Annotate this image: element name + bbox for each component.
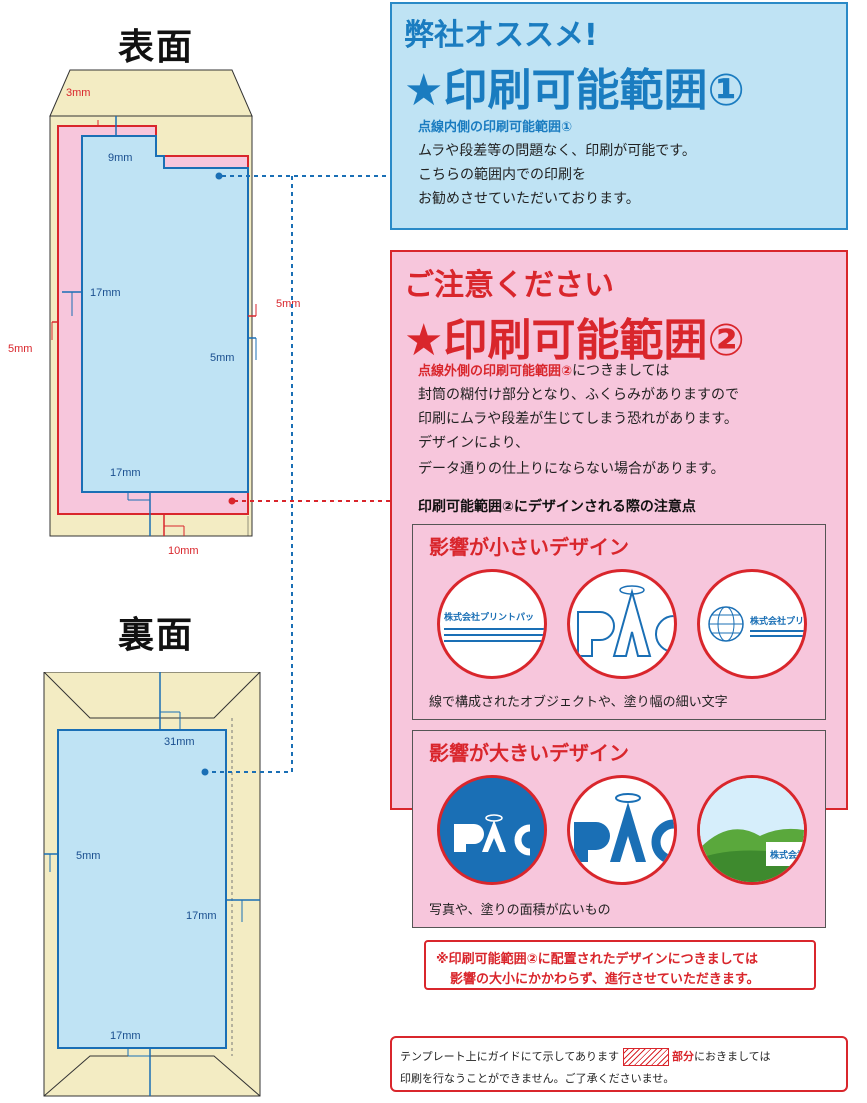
- footer-line-1: テンプレート上にガイドにて示してあります 部分におきましては: [400, 1048, 770, 1066]
- landscape-photo-icon: [700, 778, 804, 882]
- front-title: 表面: [118, 27, 195, 68]
- back-dim-5mm: 5mm: [76, 850, 101, 862]
- front-dim-5mm-right-outer: 5mm: [276, 298, 301, 310]
- front-envelope-diagram: [49, 69, 257, 537]
- footer-note: テンプレート上にガイドにて示してあります 部分におきましては 印刷を行なうことが…: [390, 1036, 848, 1092]
- footer-line-2: 印刷を行なうことができません。ご了承くださいませ。: [400, 1072, 675, 1085]
- front-dim-17mm-left: 17mm: [90, 287, 121, 299]
- caution-heading: ご注意ください: [404, 268, 614, 303]
- sample-company-text: 株式会社プリ: [750, 617, 805, 627]
- notice-box: ※印刷可能範囲②に配置されたデザインにつきましては 影響の大小にかかわらず、進行…: [424, 940, 816, 990]
- footer-text: テンプレート上にガイドにて示してあります: [400, 1050, 620, 1063]
- pac-outline-logo-icon: [577, 585, 674, 657]
- range-2-title: ★印刷可能範囲②: [404, 315, 745, 366]
- notice-line: 影響の大小にかかわらず、進行させていただきます。: [450, 972, 760, 987]
- footer-text: におきましては: [694, 1050, 771, 1063]
- pac-bold-logo-icon: [574, 793, 674, 865]
- caution-range-box: ご注意ください ★印刷可能範囲② 点線外側の印刷可能範囲②につきましては 封筒の…: [390, 250, 848, 990]
- range-1-line: ムラや段差等の問題なく、印刷が可能です。: [418, 143, 696, 159]
- front-dim-10mm: 10mm: [168, 545, 199, 557]
- back-dim-17mm-right: 17mm: [186, 910, 217, 922]
- large-impact-title: 影響が大きいデザイン: [429, 741, 629, 765]
- design-note-title: 印刷可能範囲②にデザインされる際の注意点: [418, 499, 696, 515]
- recommended-heading: 弊社オススメ!: [404, 18, 598, 53]
- sample-circle-photo: 株式会社: [697, 775, 807, 885]
- front-dim-3mm: 3mm: [66, 87, 91, 99]
- range-1-line: お勧めさせていただいております。: [418, 191, 640, 207]
- range-2-line: データ通りの仕上りにならない場合があります。: [418, 461, 725, 477]
- connector-lines: [206, 175, 408, 773]
- front-dim-17mm-bottom: 17mm: [110, 467, 141, 479]
- range-2-subheading: 点線外側の印刷可能範囲②につきましては: [418, 360, 669, 380]
- range-2-line: 印刷にムラや段差が生じてしまう恐れがあります。: [418, 411, 738, 427]
- range-1-subheading: 点線内側の印刷可能範囲①: [418, 120, 573, 135]
- range-2-subheading-bold: 点線外側の印刷可能範囲②: [418, 364, 573, 379]
- sample-company-text: 株式会社プリントパッ: [444, 613, 535, 623]
- large-impact-caption: 写真や、塗りの面積が広いもの: [429, 903, 611, 918]
- globe-icon: [708, 606, 744, 642]
- hatch-swatch-icon: [622, 1048, 669, 1066]
- sample-circle-bold-logo: [567, 775, 677, 885]
- back-title: 裏面: [118, 615, 195, 656]
- large-impact-panel: 影響が大きいデザイン: [412, 730, 826, 928]
- recommended-range-box: 弊社オススメ! ★印刷可能範囲① 点線内側の印刷可能範囲① ムラや段差等の問題な…: [390, 2, 848, 230]
- front-dim-5mm-right-inner: 5mm: [210, 352, 235, 364]
- range-1-line: こちらの範囲内での印刷を: [418, 167, 586, 183]
- back-dim-17mm-bottom: 17mm: [110, 1030, 141, 1042]
- footer-bold: 部分: [672, 1050, 695, 1063]
- sample-circle-outline-logo: [567, 569, 677, 679]
- range-2-line: 封筒の糊付け部分となり、ふくらみがありますので: [418, 387, 740, 403]
- sample-circle-globe-logo: 株式会社プリ: [697, 569, 807, 679]
- notice-line: ※印刷可能範囲②に配置されたデザインにつきましては: [436, 952, 758, 967]
- back-envelope-diagram: [43, 672, 261, 1097]
- small-impact-title: 影響が小さいデザイン: [429, 535, 629, 559]
- back-dim-31mm: 31mm: [164, 736, 195, 748]
- sample-circle-filled-logo: [437, 775, 547, 885]
- small-impact-caption: 線で構成されたオブジェクトや、塗り幅の細い文字: [429, 695, 728, 710]
- front-dim-9mm: 9mm: [108, 152, 133, 164]
- range-1-title: ★印刷可能範囲①: [404, 65, 745, 116]
- sample-circle-text-logo: 株式会社プリントパッ: [437, 569, 547, 679]
- pac-filled-logo-icon: [440, 778, 544, 882]
- sample-company-text: 株式会社: [770, 851, 807, 861]
- front-dim-5mm-left: 5mm: [8, 343, 33, 355]
- range-2-subheading-rest: につきましては: [572, 363, 670, 379]
- small-impact-panel: 影響が小さいデザイン 株式会社プリントパッ 株式会社プリ: [412, 524, 826, 720]
- range-2-line: デザインにより、: [418, 435, 530, 451]
